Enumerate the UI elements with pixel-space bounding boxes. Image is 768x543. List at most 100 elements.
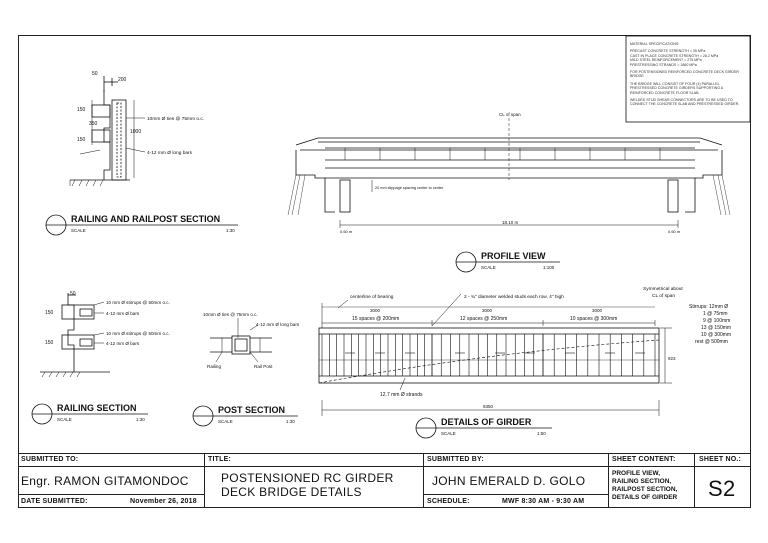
sheet-no-label: SHEET NO.: <box>699 456 742 463</box>
title-block: SUBMITTED TO: Engr. RAMON GITAMONDOC DAT… <box>18 453 751 508</box>
spacing-dim: 3000 <box>370 308 381 313</box>
sheet-no-cell: SHEET NO.: S2 <box>695 454 751 507</box>
sheet-content-cell: SHEET CONTENT: PROFILE VIEW, RAILING SEC… <box>609 454 695 507</box>
spacing-label: 12 spaces @ 250mm <box>460 316 507 322</box>
submitted-by-cell: SUBMITTED BY: JOHN EMERALD D. GOLO SCHED… <box>424 454 609 507</box>
scale-value: 1:50 <box>537 431 546 436</box>
railpost-section-title: RAILING AND RAILPOST SECTION <box>71 214 220 224</box>
submitted-by-name: JOHN EMERALD D. GOLO <box>432 474 586 488</box>
note-line: CAST IN PLACE CONCRETE STRENGTH = 28.2 M… <box>630 53 719 58</box>
sheet-content-label: SHEET CONTENT: <box>612 456 676 463</box>
railpost-note: 10mm Ø ties @ 75mm o.c. <box>147 116 204 122</box>
scale-label: SCALE <box>481 265 496 270</box>
date-submitted-label: DATE SUBMITTED: <box>21 498 88 505</box>
title-cell: TITLE: POSTENSIONED RC GIRDER DECK BRIDG… <box>205 454 424 507</box>
title-label: TITLE: <box>208 456 231 463</box>
girder-total-dim: 9350 <box>483 404 494 409</box>
railing-dim: 150 <box>45 310 54 316</box>
girder-right-dim: 923 <box>668 356 676 361</box>
schedule-label: SCHEDULE: <box>427 498 470 505</box>
stirrup-spec: rest @ 500mm <box>695 339 728 345</box>
profile-view-title: PROFILE VIEW <box>481 251 546 261</box>
girder-details-title: DETAILS OF GIRDER <box>441 417 532 427</box>
profile-view-drawing <box>287 118 731 228</box>
railing-note: 10 mm Ø stirrups @ 50mm o.c. <box>106 331 170 336</box>
scale-label: SCALE <box>441 431 456 436</box>
post-section-drawing <box>210 318 272 363</box>
railing-dim: 150 <box>45 340 54 346</box>
girder-drawing <box>318 293 672 416</box>
railpost-dim: 50 <box>92 71 98 77</box>
strands-label: 12.7 mm Ø strands <box>380 392 423 398</box>
railing-section-drawing <box>40 293 110 378</box>
note-line: THE BRIDGE WILL CONSIST OF FOUR (4) PARA… <box>630 81 723 95</box>
scale-label: SCALE <box>218 419 233 424</box>
date-submitted: November 26, 2018 <box>130 498 197 505</box>
railpost-note: 4-12 mm Ø long bars <box>147 150 193 156</box>
sheet-title-line1: POSTENSIONED RC GIRDER <box>221 471 394 485</box>
railpost-section-title-bubble <box>45 214 238 236</box>
note-line: PRESTRESSING STRANDS = 1860 MPa <box>630 62 697 67</box>
submitted-to-label: SUBMITTED TO: <box>21 456 79 463</box>
railing-section-title: RAILING SECTION <box>57 403 137 413</box>
spacing-dim: 3000 <box>592 308 603 313</box>
post-label-railing: Railing <box>207 364 221 369</box>
railpost-dim: 350 <box>89 121 98 127</box>
post-section-title: POST SECTION <box>218 405 285 415</box>
scale-label: SCALE <box>71 228 86 233</box>
scale-value: 1:100 <box>543 265 555 270</box>
cl-of-span-label: CL of span <box>499 112 521 117</box>
sheet-content-item: RAILPOST SECTION, <box>612 486 678 493</box>
scale-value: 1:30 <box>136 417 145 422</box>
notes-box <box>625 35 751 123</box>
schedule-value: MWF 8:30 AM - 9:30 AM <box>502 498 585 505</box>
scale-value: 1:30 <box>226 228 235 233</box>
note-line: FOR POSTENSIONED REINFORCED CONCRETE DEC… <box>630 70 740 79</box>
post-label-railpost: Rail Post <box>254 364 273 369</box>
railpost-section-drawing <box>69 76 146 187</box>
symmetric-label: CL of span <box>652 293 675 299</box>
railing-note: 4-12 mm Ø bars <box>106 341 140 346</box>
submitted-to-cell: SUBMITTED TO: Engr. RAMON GITAMONDOC DAT… <box>18 454 205 507</box>
railpost-dim: 200 <box>118 77 127 83</box>
profile-view-title-bubble <box>455 251 560 273</box>
note-line: WELDED STUD SHEAR CONNECTORS ARE TO BE U… <box>630 98 740 107</box>
sheet-title-line2: DECK BRIDGE DETAILS <box>221 485 362 499</box>
railing-dim: 50 <box>70 291 76 297</box>
railing-note: 10 mm Ø stirrups @ 50mm o.c. <box>106 300 170 305</box>
material-specifications: MATERIAL SPECIFICATIONS: PRECAST CONCRET… <box>630 42 746 110</box>
sheet-content-item: RAILING SECTION, <box>612 478 672 485</box>
symmetric-label: Symmetrical about <box>643 286 683 292</box>
notes-heading: MATERIAL SPECIFICATIONS: <box>630 42 680 46</box>
railing-section-title-bubble <box>31 403 148 425</box>
scale-value: 1:30 <box>286 419 295 424</box>
gap-note: 20 mm slippage spacing center to center <box>375 186 444 190</box>
note-line: MILD STEEL REINFORCEMENT = 275 MPa <box>630 58 702 63</box>
post-note: 4-12 mm Ø long bars <box>256 322 300 327</box>
railpost-dim: 150 <box>77 137 86 143</box>
girder-stirrups <box>321 334 656 376</box>
scale-label: SCALE <box>57 417 72 422</box>
stirrup-spec: Stirrups: 12mm Ø <box>689 304 728 310</box>
railpost-dim: 1000 <box>130 129 141 135</box>
girder-details-title-bubble <box>415 417 552 439</box>
span-dimension: 18.10 m <box>502 220 519 225</box>
left-dimension: 0.60 m <box>340 229 353 234</box>
stirrup-spec: 13 @ 150mm <box>701 325 731 331</box>
post-note: 10mm Ø ties @ 75mm o.c. <box>203 312 258 317</box>
centerline-label: centerline of bearing <box>350 294 394 300</box>
drawing-sheet-border <box>18 35 751 508</box>
post-section-title-bubble <box>192 405 298 427</box>
stirrup-spec: 10 @ 300mm <box>701 332 731 338</box>
spacing-label: 10 spaces @ 300mm <box>570 316 617 322</box>
stirrup-spec: 9 @ 100mm <box>703 318 730 324</box>
stirrup-spec: 1 @ 75mm <box>703 311 728 317</box>
sheet-content-item: PROFILE VIEW, <box>612 470 661 477</box>
submitted-to-name: Engr. RAMON GITAMONDOC <box>21 474 189 488</box>
note-line: PRECAST CONCRETE STRENGTH = 35 MPa <box>630 49 706 54</box>
sheet-number: S2 <box>708 476 736 501</box>
railpost-dim: 150 <box>77 107 86 113</box>
right-dimension: 0.60 m <box>668 229 681 234</box>
spacing-label: 15 spaces @ 200mm <box>352 316 399 322</box>
